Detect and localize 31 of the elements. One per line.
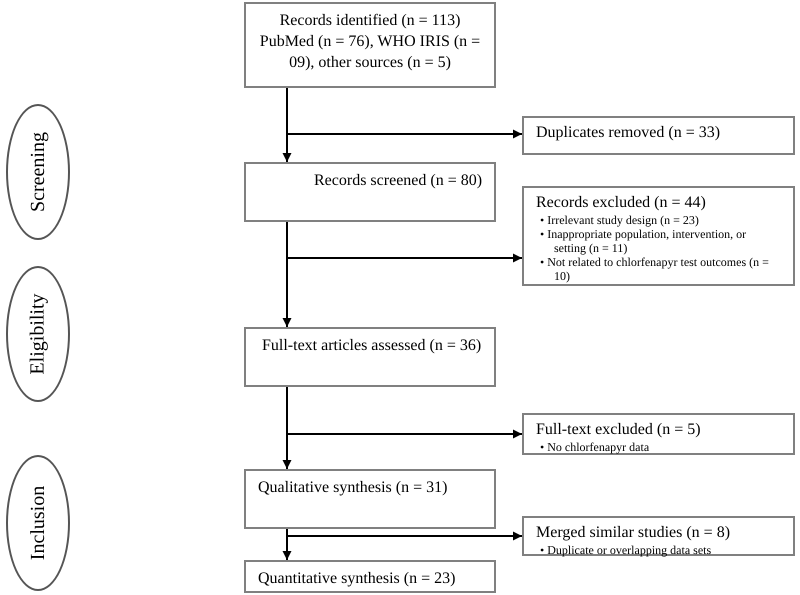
box-heading: Qualitative synthesis (n = 31) xyxy=(258,478,448,498)
process-box xyxy=(244,162,496,222)
exclusion-box xyxy=(522,116,795,155)
stage-label: Eligibility xyxy=(26,293,50,375)
process-box xyxy=(244,2,496,88)
box-heading: Merged similar studies (n = 8) xyxy=(536,523,732,543)
bullet-item: • Irrelevant study design (n = 23) xyxy=(539,213,700,227)
process-box xyxy=(244,327,496,387)
arrow xyxy=(286,222,522,262)
bullet-item: • Inappropriate population, intervention, or setting (n = 11) xyxy=(539,227,748,255)
box-heading: Full-text excluded (n = 5) xyxy=(536,420,702,440)
process-box xyxy=(244,560,496,593)
box-heading: Quantitative synthesis (n = 23) xyxy=(258,569,456,589)
box-text: PubMed (n = 76), WHO IRIS (n = 09), other sources (n = 5) xyxy=(258,32,482,73)
exclusion-box xyxy=(522,516,795,556)
stage-label: Screening xyxy=(26,132,50,212)
box-heading: Records excluded (n = 44) xyxy=(536,193,707,213)
stage-label: Inclusion xyxy=(26,486,50,560)
box-heading: Records identified (n = 113) xyxy=(280,11,460,31)
bullet-item: • Not related to chlorfenapyr test outcomes (n = 10) xyxy=(539,255,770,283)
bullet-item: • No chlorfenapyr data xyxy=(539,440,650,454)
bullet-item: • Duplicate or overlapping data sets xyxy=(539,543,712,557)
box-heading: Duplicates removed (n = 33) xyxy=(536,123,722,143)
arrow xyxy=(286,88,522,138)
process-box xyxy=(244,469,496,529)
exclusion-box xyxy=(522,186,795,286)
arrow xyxy=(286,387,522,438)
arrow xyxy=(286,529,522,540)
box-heading: Records screened (n = 80) xyxy=(314,171,482,191)
exclusion-box xyxy=(522,413,795,455)
box-heading: Full-text articles assessed (n = 36) xyxy=(262,336,482,356)
